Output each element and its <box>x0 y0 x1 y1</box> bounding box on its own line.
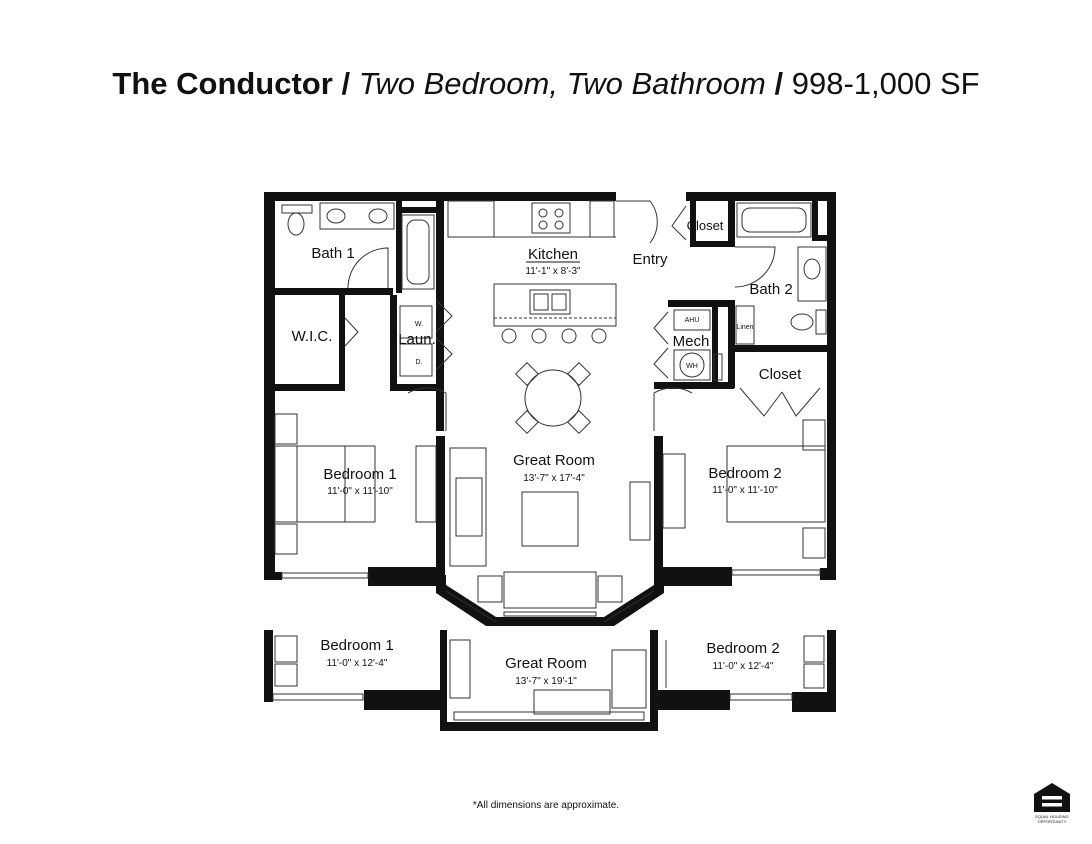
room-label-great-room: Great Room <box>513 452 595 469</box>
room-dim-kitchen: 11'-1" x 8'-3" <box>525 266 581 277</box>
plan-type: Two Bedroom, Two Bathroom <box>358 66 766 101</box>
alternate-layout <box>264 630 836 731</box>
alt-label-bedroom1: Bedroom 1 <box>320 637 393 654</box>
mech-fixtures <box>673 309 723 381</box>
bedroom2-furniture <box>662 419 826 559</box>
room-label-wic: W.I.C. <box>292 328 333 345</box>
room-label-linen: Linen <box>736 324 753 331</box>
kitchen-fixtures <box>447 200 617 344</box>
plan-area: 998-1,000 SF <box>791 66 980 101</box>
room-label-dryer: D. <box>416 359 423 366</box>
room-label-closet-right: Closet <box>759 366 802 383</box>
dimensions-footnote: *All dimensions are approximate. <box>472 800 620 811</box>
alt-label-bedroom2: Bedroom 2 <box>706 640 779 657</box>
bath1-fixtures <box>281 202 435 290</box>
room-dim-bedroom1: 11'-0" x 11'-10" <box>327 486 393 497</box>
room-label-ahu: AHU <box>685 317 700 324</box>
plan-name: The Conductor <box>112 66 333 101</box>
room-label-kitchen: Kitchen <box>528 246 578 263</box>
alt-dim-bedroom2: 11'-0" x 12'-4" <box>713 661 774 672</box>
room-dim-great-room: 13'-7" x 17'-4" <box>523 473 585 484</box>
page-title: The Conductor / Two Bedroom, Two Bathroo… <box>0 62 1092 106</box>
room-label-bedroom2: Bedroom 2 <box>708 465 781 482</box>
doors <box>344 200 821 431</box>
room-label-laundry: Laun. <box>398 331 436 348</box>
room-label-washer: W. <box>415 321 423 328</box>
room-label-bath1: Bath 1 <box>311 245 354 262</box>
eho-line1: EQUAL HOUSING <box>1035 814 1068 819</box>
room-label-wh: WH <box>686 363 698 370</box>
interior-walls <box>275 201 827 576</box>
title-separator: / <box>774 66 784 101</box>
alt-dim-great-room: 13'-7" x 19'-1" <box>515 676 577 687</box>
alt-dim-bedroom1: 11'-0" x 12'-4" <box>327 658 388 669</box>
laundry-fixtures <box>399 305 433 377</box>
room-label-entry: Entry <box>632 251 668 268</box>
equal-housing-opportunity-icon: EQUAL HOUSING OPPORTUNITY <box>1034 783 1070 824</box>
great-room-furniture <box>449 447 651 609</box>
bedroom1-furniture <box>274 413 437 555</box>
eho-line2: OPPORTUNITY <box>1038 819 1067 824</box>
alt-label-great-room: Great Room <box>505 655 587 672</box>
room-label-bath2: Bath 2 <box>749 281 792 298</box>
dining-table <box>514 361 592 435</box>
room-label-bedroom1: Bedroom 1 <box>323 466 396 483</box>
room-label-closet-top: Closet <box>687 218 724 233</box>
room-label-mech: Mech <box>673 333 710 350</box>
windows <box>281 569 821 623</box>
bath2-fixtures <box>735 202 827 345</box>
room-dim-bedroom2: 11'-0" x 11'-10" <box>712 485 778 496</box>
title-separator: / <box>341 66 351 101</box>
